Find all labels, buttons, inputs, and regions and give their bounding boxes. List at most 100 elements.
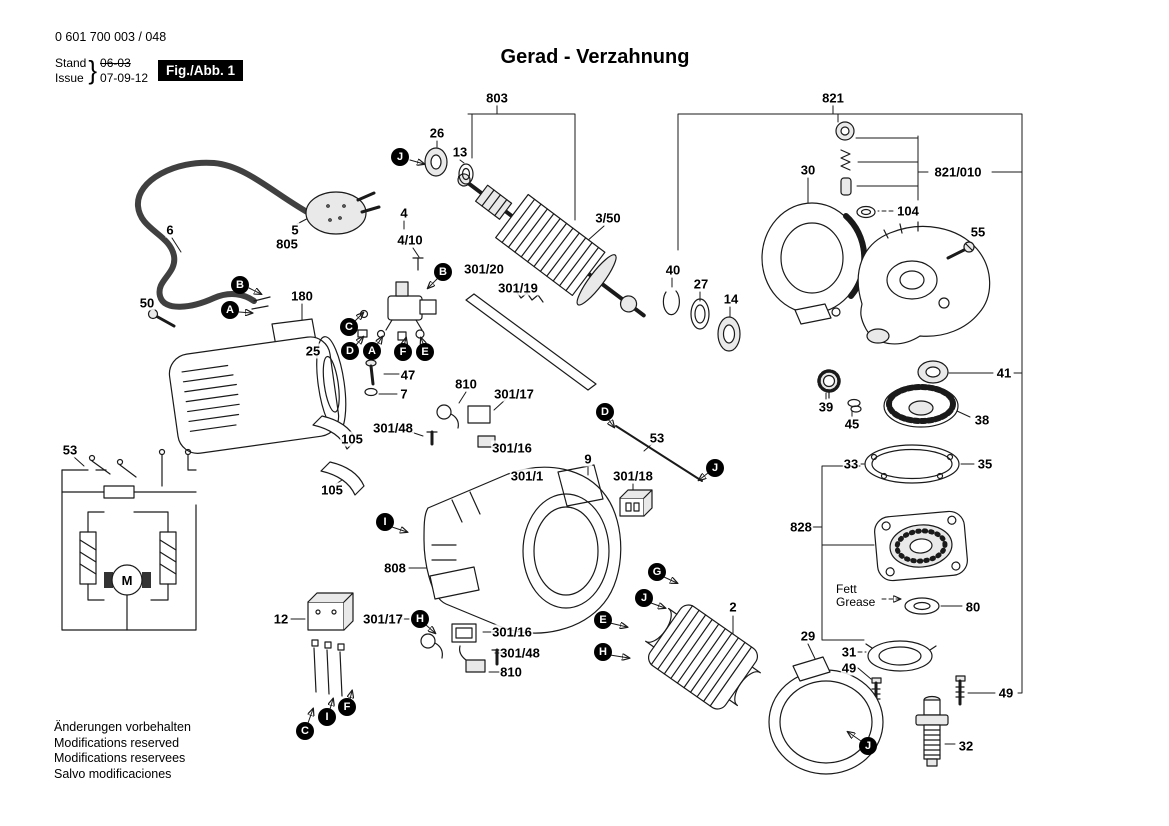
part-label-53: 53: [648, 430, 666, 446]
part-label-7: 7: [399, 386, 409, 402]
gear-case-301-1: [423, 466, 622, 634]
part-label-301-48: 301/48: [372, 420, 414, 436]
part-label-4: 4: [399, 205, 409, 221]
part-label-9: 9: [583, 451, 593, 467]
part-label-39: 39: [817, 399, 835, 415]
letter-badge-F: F: [338, 698, 356, 716]
document-number: 0 601 700 003 / 048: [55, 30, 167, 44]
spindle-32: [915, 695, 949, 767]
grease-note: Fett Grease: [836, 583, 875, 609]
part-label-12: 12: [272, 611, 290, 627]
part-label-301-17: 301/17: [493, 386, 535, 402]
part-label-105: 105: [340, 431, 364, 447]
bearing-41: [917, 360, 949, 384]
screw-50: [147, 308, 176, 328]
part-label-38: 38: [973, 412, 991, 428]
letter-badge-C: C: [296, 722, 314, 740]
letter-badge-H: H: [594, 643, 612, 661]
snap-ring-40: [662, 290, 680, 316]
part-label-821-010: 821/010: [933, 164, 983, 180]
part-label-29: 29: [799, 628, 817, 644]
part-label-49: 49: [997, 685, 1015, 701]
part-label-50: 50: [138, 295, 156, 311]
letter-badge-J: J: [706, 459, 724, 477]
letter-badge-A: A: [363, 342, 381, 360]
figure-label: Fig./Abb. 1: [158, 60, 243, 81]
part-label-47: 47: [399, 367, 417, 383]
part-label-49: 49: [840, 660, 858, 676]
cover-ring-33: [864, 444, 960, 484]
gear-housing-821: [857, 221, 991, 345]
grease-note-line2: Grease: [836, 595, 876, 609]
part-label-180: 180: [290, 288, 314, 304]
part-label-31: 31: [840, 644, 858, 660]
motor-symbol: M: [122, 573, 133, 588]
brush-plate-9: [557, 464, 604, 507]
power-cord: [135, 159, 319, 310]
letter-badge-D: D: [341, 342, 359, 360]
part-label-27: 27: [692, 276, 710, 292]
letter-badge-F: F: [394, 343, 412, 361]
letter-badge-D: D: [596, 403, 614, 421]
power-plug: [305, 191, 381, 235]
modification-note-line: Modifications reserved: [54, 735, 180, 750]
wiring-schematic: M: [61, 448, 197, 631]
part-label-35: 35: [976, 456, 994, 472]
bearing-26: [424, 147, 448, 177]
part-label-104: 104: [896, 203, 920, 219]
backing-guard-29: [768, 656, 884, 775]
page-title: Gerad - Verzahnung: [500, 46, 690, 68]
part-label-810: 810: [454, 376, 478, 392]
part-label-301-20: 301/20: [463, 261, 505, 277]
revision-brace: }: [88, 55, 98, 85]
letter-badge-H: H: [411, 610, 429, 628]
revision-block: Stand Issue } 06-03 07-09-12: [55, 55, 148, 86]
wheel-guard-30: [761, 202, 868, 325]
letter-badge-A: A: [221, 301, 239, 319]
modification-note-line: Modifications reservees: [54, 751, 186, 765]
part-label-301-16: 301/16: [491, 624, 533, 640]
part-label-80: 80: [964, 599, 982, 615]
washer-7: [364, 387, 378, 397]
part-label-301-1: 301/1: [509, 468, 545, 484]
part-label-828: 828: [789, 519, 813, 535]
label-plate-808: [429, 566, 480, 600]
pinion-gear-39: [817, 369, 841, 399]
field-stator-2: [645, 604, 761, 710]
baffle-105-lower: [320, 461, 365, 496]
part-label-301-48: 301/48: [499, 645, 541, 661]
letter-badge-J: J: [391, 148, 409, 166]
screw-49-right: [955, 675, 966, 706]
part-label-32: 32: [957, 738, 975, 754]
screw-55: [946, 241, 975, 260]
part-label-55: 55: [969, 224, 987, 240]
letter-badge-G: G: [648, 563, 666, 581]
part-label-33: 33: [842, 456, 860, 472]
part-label-41: 41: [995, 365, 1013, 381]
part-label-3-50: 3/50: [594, 210, 622, 226]
letter-badge-E: E: [594, 611, 612, 629]
part-label-13: 13: [451, 144, 469, 160]
part-label-25: 25: [304, 343, 322, 359]
part-label-301-17: 301/17: [362, 611, 404, 627]
modification-notes: Änderungen vorbehalten Modifications res…: [54, 720, 191, 782]
bearing-flange-828: [874, 510, 968, 582]
part-label-105: 105: [320, 482, 344, 498]
part-label-821: 821: [821, 90, 845, 106]
crown-gear-38: [883, 384, 959, 428]
letter-badge-E: E: [416, 343, 434, 361]
switch-assembly-4: [357, 257, 437, 341]
pin-53: [615, 425, 703, 482]
part-label-2: 2: [728, 599, 738, 615]
part-label-301-19: 301/19: [497, 280, 539, 296]
modification-note-line: Salvo modificaciones: [54, 766, 172, 781]
letter-badge-J: J: [635, 589, 653, 607]
part-label-4-10: 4/10: [396, 232, 424, 248]
brush-kit-lower: [420, 623, 503, 673]
letter-badge-I: I: [376, 513, 394, 531]
stand-label: Stand: [55, 55, 87, 70]
pointer-arrows: [238, 160, 900, 742]
part-label-810: 810: [499, 664, 523, 680]
part-label-805: 805: [275, 236, 299, 252]
